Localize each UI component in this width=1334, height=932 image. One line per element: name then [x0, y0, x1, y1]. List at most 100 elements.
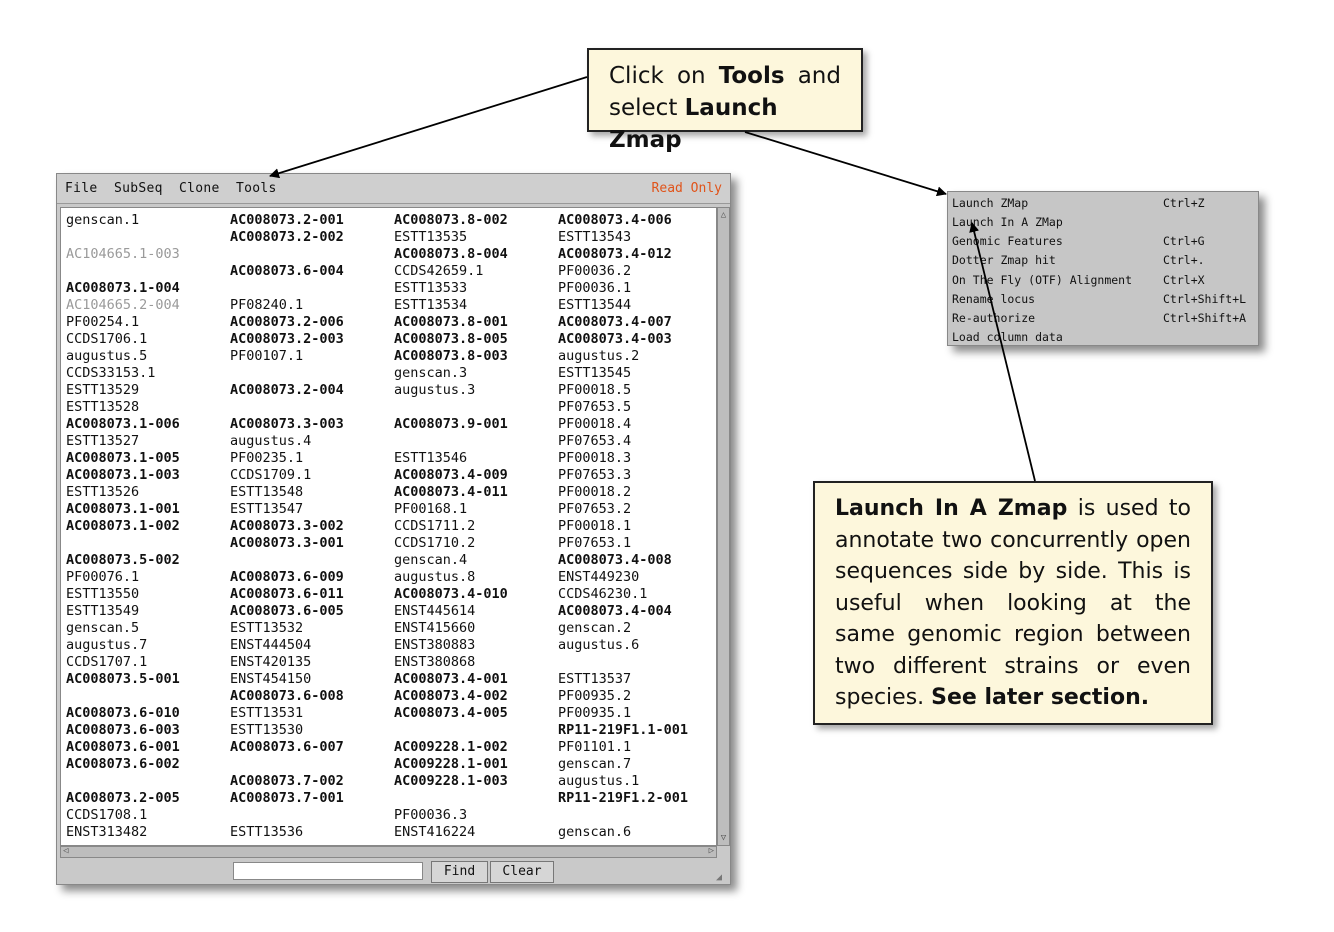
list-item[interactable]: AC008073.6-007: [230, 739, 344, 755]
list-item[interactable]: genscan.4: [394, 552, 468, 568]
list-item[interactable]: AC008073.4-004: [558, 603, 672, 619]
list-item[interactable]: ESTT13532: [230, 620, 304, 636]
list-item[interactable]: ESTT13543: [558, 229, 632, 245]
resize-grip-icon[interactable]: ◢: [716, 872, 723, 883]
list-item[interactable]: augustus.3: [394, 382, 476, 398]
list-item[interactable]: ESTT13527: [66, 433, 140, 449]
list-item[interactable]: ESTT13546: [394, 450, 468, 466]
list-item[interactable]: AC008073.6-011: [230, 586, 344, 602]
list-item[interactable]: AC008073.2-001: [230, 212, 344, 228]
list-item[interactable]: AC104665.2-004: [66, 297, 180, 313]
menu-item-rename-locus[interactable]: Rename locus Ctrl+Shift+L: [952, 289, 1256, 308]
list-item[interactable]: AC009228.1-002: [394, 739, 508, 755]
list-item[interactable]: AC008073.4-010: [394, 586, 508, 602]
list-item[interactable]: AC008073.2-006: [230, 314, 344, 330]
list-item[interactable]: AC008073.1-006: [66, 416, 180, 432]
list-item[interactable]: ENST454150: [230, 671, 312, 687]
list-item[interactable]: ESTT13544: [558, 297, 632, 313]
list-item[interactable]: ENST380868: [394, 654, 476, 670]
list-item[interactable]: PF00935.2: [558, 688, 632, 704]
list-item[interactable]: ENST415660: [394, 620, 476, 636]
list-item[interactable]: PF00018.4: [558, 416, 632, 432]
list-item[interactable]: AC008073.3-001: [230, 535, 344, 551]
menu-item-dotter-zmap-hit[interactable]: Dotter Zmap hit Ctrl+.: [952, 250, 1256, 269]
list-item[interactable]: PF00018.2: [558, 484, 632, 500]
list-item[interactable]: PF07653.5: [558, 399, 632, 415]
list-item[interactable]: AC008073.8-005: [394, 331, 508, 347]
list-item[interactable]: PF00076.1: [66, 569, 140, 585]
list-item[interactable]: PF00018.3: [558, 450, 632, 466]
list-item[interactable]: AC104665.1-003: [66, 246, 180, 262]
list-item[interactable]: ESTT13548: [230, 484, 304, 500]
list-item[interactable]: augustus.8: [394, 569, 476, 585]
scroll-left-arrow-icon[interactable]: ◁: [63, 846, 69, 856]
list-item[interactable]: CCDS33153.1: [66, 365, 156, 381]
list-item[interactable]: RP11-219F1.1-001: [558, 722, 689, 738]
menu-clone[interactable]: Clone: [179, 181, 220, 196]
list-item[interactable]: PF07653.4: [558, 433, 632, 449]
list-item[interactable]: AC008073.4-001: [394, 671, 508, 687]
list-item[interactable]: ESTT13529: [66, 382, 140, 398]
scroll-right-arrow-icon[interactable]: ▷: [708, 846, 714, 856]
list-item[interactable]: AC009228.1-003: [394, 773, 508, 789]
list-item[interactable]: ESTT13547: [230, 501, 304, 517]
list-item[interactable]: ENST420135: [230, 654, 312, 670]
list-item[interactable]: ENST380883: [394, 637, 476, 653]
list-item[interactable]: AC008073.6-003: [66, 722, 180, 738]
list-item[interactable]: AC008073.6-008: [230, 688, 344, 704]
list-item[interactable]: augustus.7: [66, 637, 148, 653]
list-item[interactable]: ESTT13545: [558, 365, 632, 381]
clear-button[interactable]: Clear: [490, 861, 554, 883]
list-item[interactable]: AC008073.8-003: [394, 348, 508, 364]
list-item[interactable]: genscan.6: [558, 824, 632, 840]
scroll-down-arrow-icon[interactable]: ▽: [720, 833, 727, 843]
list-item[interactable]: AC008073.6-001: [66, 739, 180, 755]
list-item[interactable]: PF07653.3: [558, 467, 632, 483]
list-item[interactable]: AC008073.4-003: [558, 331, 672, 347]
list-item[interactable]: AC008073.4-002: [394, 688, 508, 704]
list-item[interactable]: ESTT13537: [558, 671, 632, 687]
list-item[interactable]: CCDS1706.1: [66, 331, 148, 347]
list-item[interactable]: AC008073.4-005: [394, 705, 508, 721]
list-item[interactable]: ENST416224: [394, 824, 476, 840]
list-item[interactable]: AC008073.6-005: [230, 603, 344, 619]
list-item[interactable]: augustus.2: [558, 348, 640, 364]
list-item[interactable]: AC008073.1-004: [66, 280, 180, 296]
list-item[interactable]: genscan.7: [558, 756, 632, 772]
list-item[interactable]: augustus.1: [558, 773, 640, 789]
list-item[interactable]: CCDS42659.1: [394, 263, 484, 279]
list-item[interactable]: AC008073.1-002: [66, 518, 180, 534]
list-item[interactable]: AC008073.7-002: [230, 773, 344, 789]
list-item[interactable]: RP11-219F1.2-001: [558, 790, 689, 806]
list-item[interactable]: PF07653.1: [558, 535, 632, 551]
list-item[interactable]: AC008073.4-012: [558, 246, 672, 262]
list-item[interactable]: PF00254.1: [66, 314, 140, 330]
list-item[interactable]: PF00036.2: [558, 263, 632, 279]
list-item[interactable]: genscan.1: [66, 212, 140, 228]
list-item[interactable]: PF00107.1: [230, 348, 304, 364]
list-item[interactable]: PF08240.1: [230, 297, 304, 313]
list-item[interactable]: AC008073.6-010: [66, 705, 180, 721]
list-item[interactable]: ESTT13531: [230, 705, 304, 721]
list-item[interactable]: ENST449230: [558, 569, 640, 585]
list-item[interactable]: ESTT13530: [230, 722, 304, 738]
menu-item-launch-zmap[interactable]: Launch ZMap Ctrl+Z: [952, 193, 1256, 212]
list-item[interactable]: AC008073.1-001: [66, 501, 180, 517]
list-item[interactable]: CCDS1711.2: [394, 518, 476, 534]
scroll-up-arrow-icon[interactable]: △: [720, 210, 727, 220]
find-input[interactable]: [233, 862, 423, 880]
list-item[interactable]: ESTT13528: [66, 399, 140, 415]
list-item[interactable]: ESTT13526: [66, 484, 140, 500]
menu-file[interactable]: File: [65, 181, 98, 196]
list-item[interactable]: AC008073.2-005: [66, 790, 180, 806]
list-item[interactable]: augustus.4: [230, 433, 312, 449]
menu-item-re-authorize[interactable]: Re-authorize Ctrl+Shift+A: [952, 308, 1256, 327]
list-item[interactable]: augustus.6: [558, 637, 640, 653]
list-item[interactable]: PF00935.1: [558, 705, 632, 721]
list-item[interactable]: ENST313482: [66, 824, 148, 840]
list-item[interactable]: AC009228.1-001: [394, 756, 508, 772]
list-item[interactable]: AC008073.3-003: [230, 416, 344, 432]
menu-item-otf-alignment[interactable]: On The Fly (OTF) Alignment Ctrl+X: [952, 270, 1256, 289]
list-item[interactable]: AC008073.4-011: [394, 484, 508, 500]
